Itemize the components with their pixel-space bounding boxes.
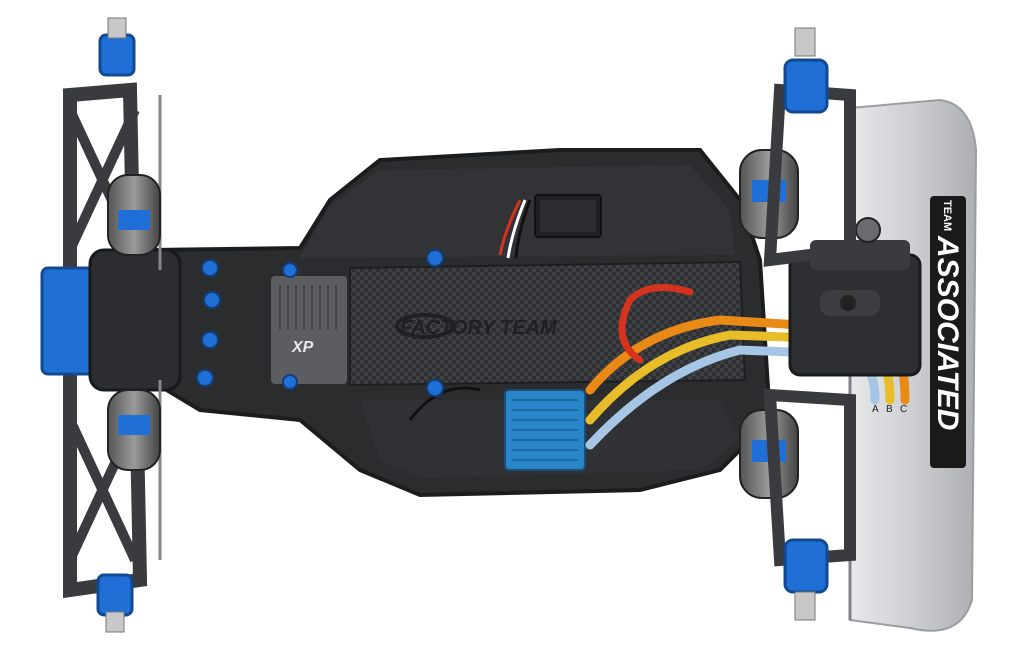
motor-gearbox xyxy=(788,217,922,377)
front-suspension xyxy=(40,82,182,599)
motor-tab-b: B xyxy=(886,404,893,415)
motor-tab-labels: A B C xyxy=(872,404,907,415)
brand-logo xyxy=(395,313,455,339)
wing-team-text: TEAM xyxy=(941,200,953,231)
front-bumper xyxy=(40,266,96,376)
servo-badge-text: XP xyxy=(291,339,314,356)
blue-hardware xyxy=(196,249,444,397)
wing-brand-text: ASSOCIATED xyxy=(931,235,964,430)
speed-controller xyxy=(408,386,586,471)
wing-decal xyxy=(930,196,966,468)
motor-tab-a: A xyxy=(872,404,879,415)
front-hubs xyxy=(96,17,816,633)
front-shocks xyxy=(107,174,161,471)
motor-tab-c: C xyxy=(900,404,907,415)
receiver xyxy=(498,194,602,259)
steering-servo: XP xyxy=(269,274,349,386)
